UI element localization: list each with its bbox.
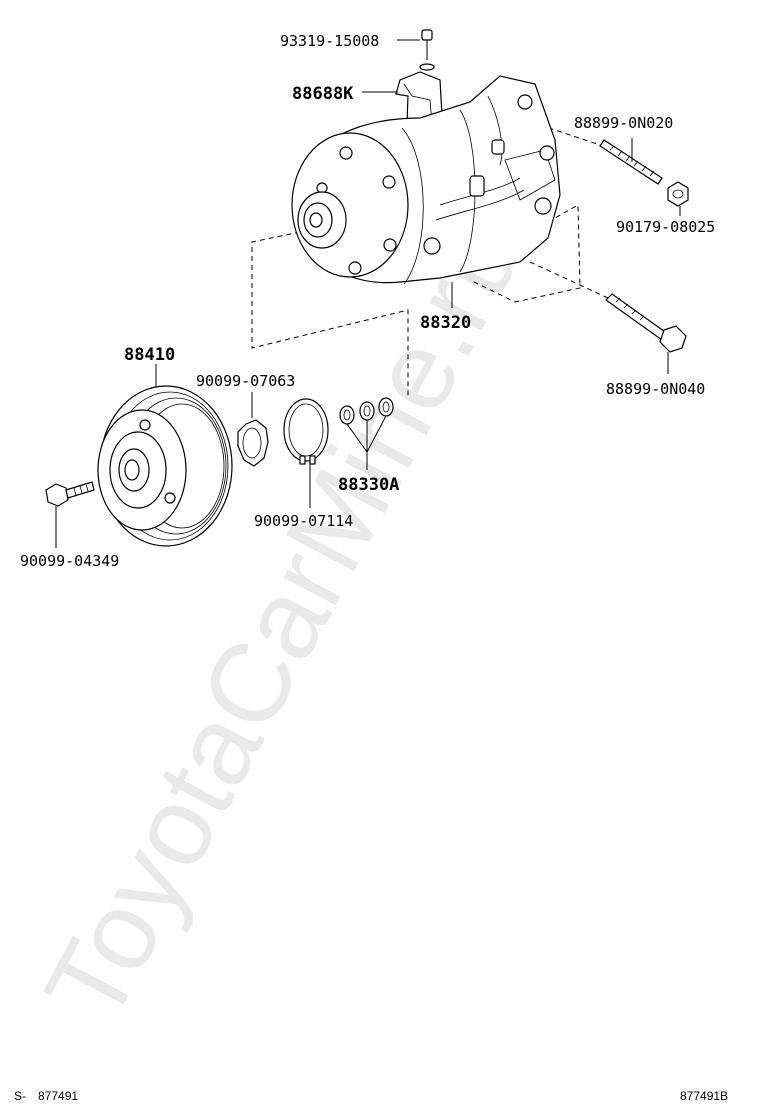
label-screw-top[interactable]: 93319-15008	[280, 32, 379, 50]
bolt-right-part	[605, 293, 687, 374]
compressor-part	[291, 75, 561, 308]
snap-ring-outer-part	[237, 392, 269, 467]
footer-prefix: S-	[14, 1089, 26, 1103]
label-stud-top[interactable]: 88899-0N020	[574, 114, 673, 132]
bolt-left-part	[45, 481, 95, 548]
label-bolt-right[interactable]: 88899-0N040	[606, 380, 705, 398]
snap-ring-inner-part	[283, 398, 329, 508]
label-shims[interactable]: 88330A	[338, 475, 399, 495]
shims-part	[339, 397, 394, 470]
label-nut[interactable]: 90179-08025	[616, 218, 715, 236]
footer-right-code: 877491B	[680, 1089, 728, 1103]
label-bolt-left[interactable]: 90099-04349	[20, 552, 119, 570]
label-compressor[interactable]: 88320	[420, 313, 471, 333]
footer-left-code: 877491	[38, 1089, 78, 1103]
nut-part	[667, 181, 689, 216]
label-clutch[interactable]: 88410	[124, 345, 175, 365]
screw-top-part	[397, 29, 435, 71]
label-snap-ring-outer[interactable]: 90099-07063	[196, 372, 295, 390]
clutch-part	[97, 364, 233, 547]
stud-top-part	[599, 138, 663, 185]
label-bracket[interactable]: 88688K	[292, 84, 354, 104]
label-snap-ring-inner[interactable]: 90099-07114	[254, 512, 353, 530]
